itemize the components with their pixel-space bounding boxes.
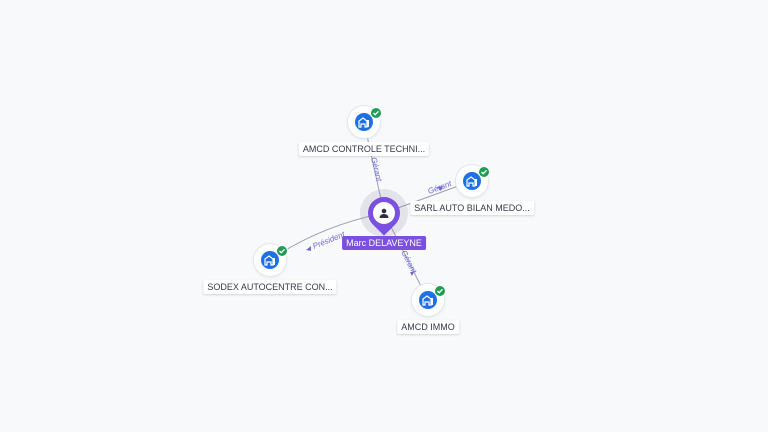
arrow-c3 (306, 246, 311, 251)
company-label[interactable]: SODEX AUTOCENTRE CON... (203, 280, 337, 294)
building-icon (355, 113, 373, 131)
person-icon (373, 202, 395, 224)
company-label[interactable]: SARL AUTO BILAN MEDO... (410, 201, 534, 215)
check-icon (434, 285, 446, 297)
building-icon (463, 172, 481, 190)
building-icon (261, 251, 279, 269)
check-icon (276, 245, 288, 257)
building-icon (419, 291, 437, 309)
arrow-c4 (410, 272, 414, 276)
edge-label-c4: Gérant (399, 249, 418, 276)
person-name-label[interactable]: Marc DELAVEYNE (342, 236, 426, 250)
company-label[interactable]: AMCD IMMO (397, 320, 459, 334)
company-node-circle (254, 244, 286, 276)
check-icon (370, 107, 382, 119)
edge-label-c1: Gérant (369, 156, 384, 183)
company-label[interactable]: AMCD CONTROLE TECHNI... (298, 142, 430, 156)
check-icon (478, 166, 490, 178)
arrow-c2 (437, 186, 443, 191)
